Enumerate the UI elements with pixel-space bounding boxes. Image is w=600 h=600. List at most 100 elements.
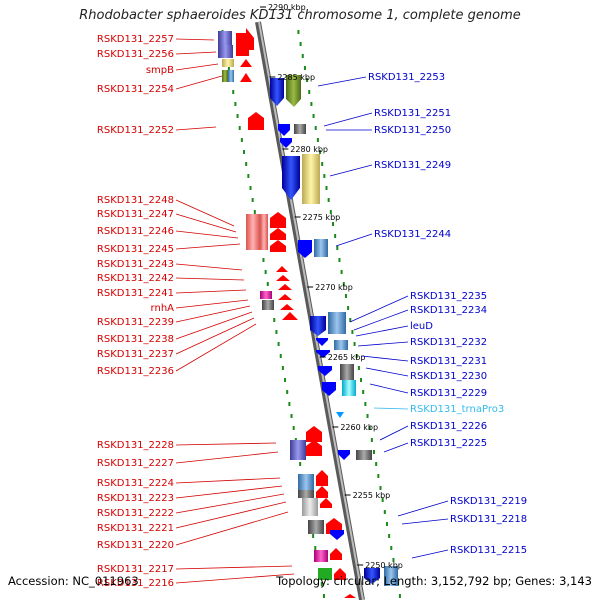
gene-label-left[interactable]: RSKD131_2243 [97, 259, 174, 270]
gene-label-left[interactable]: RSKD131_2245 [97, 244, 174, 255]
guide-dot [327, 198, 330, 202]
gene-label-right[interactable]: RSKD131_trnaPro3 [410, 404, 504, 415]
leader-line [175, 511, 289, 546]
gene-label-right[interactable]: RSKD131_2251 [374, 108, 451, 119]
guide-dot [290, 414, 293, 418]
gene-label-left[interactable]: smpB [146, 65, 174, 76]
gene-label-left[interactable]: RSKD131_2237 [97, 349, 174, 360]
guide-dot [321, 162, 324, 166]
gene-box [228, 70, 234, 82]
guide-dot [375, 462, 378, 466]
gene-label-left[interactable]: RSKD131_2223 [97, 493, 174, 504]
gene-label-left[interactable]: RSKD131_2216 [97, 578, 174, 589]
gene-glyphs [218, 28, 398, 598]
scale-label: 2265 kbp [328, 353, 366, 362]
gene-arrow [344, 594, 356, 598]
leader-line [175, 51, 217, 55]
gene-label-right[interactable]: RSKD131_2253 [368, 72, 445, 83]
gene-box [236, 44, 249, 56]
gene-label-right[interactable]: RSKD131_2230 [410, 371, 487, 382]
gene-label-left[interactable]: RSKD131_2248 [97, 195, 174, 206]
gene-label-right[interactable]: RSKD131_2235 [410, 291, 487, 302]
gene-box [246, 214, 260, 250]
gene-label-right[interactable]: RSKD131_2231 [410, 356, 487, 367]
gene-label-right[interactable]: leuD [410, 321, 433, 332]
gene-label-right[interactable]: RSKD131_2226 [410, 421, 487, 432]
gene-label-left[interactable]: RSKD131_2252 [97, 125, 174, 136]
gene-label-left[interactable]: RSKD131_2217 [97, 564, 174, 575]
topology-label: Topology: circular; Length: 3,152,792 bp… [276, 574, 592, 588]
leader-line [355, 325, 409, 337]
scale-label: 2290 kbp [268, 3, 306, 12]
guide-dot [314, 546, 317, 550]
gene-label-left[interactable]: RSKD131_2228 [97, 440, 174, 451]
gene-label-right[interactable]: RSKD131_2234 [410, 305, 487, 316]
guide-dot [299, 42, 302, 46]
gene-label-right[interactable]: RSKD131_2219 [450, 496, 527, 507]
gene-arrow [298, 240, 312, 258]
gene-label-right[interactable]: RSKD131_2215 [450, 545, 527, 556]
leader-line [175, 311, 253, 340]
gene-box [302, 498, 318, 516]
gene-label-right[interactable]: RSKD131_2249 [374, 160, 451, 171]
leader-line [175, 38, 215, 41]
gene-box [356, 450, 372, 460]
guide-dot [236, 114, 239, 118]
scale-label: 2250 kbp [365, 561, 403, 570]
gene-label-left[interactable]: RSKD131_2241 [97, 288, 174, 299]
gene-arrow [286, 75, 301, 107]
gene-arrow [278, 284, 292, 290]
leader-line [175, 477, 281, 484]
gene-label-left[interactable]: rnhA [151, 303, 175, 314]
gene-arrow [282, 312, 298, 320]
gene-label-left[interactable]: RSKD131_2236 [97, 366, 174, 377]
guide-dot [370, 438, 373, 442]
gene-label-right[interactable]: RSKD131_2250 [374, 125, 451, 136]
leader-line [383, 442, 409, 453]
gene-box [340, 364, 354, 380]
guide-dot [308, 90, 311, 94]
gene-label-left[interactable]: RSKD131_2242 [97, 273, 174, 284]
gene-label-left[interactable]: RSKD131_2220 [97, 540, 174, 551]
guide-dot [357, 366, 360, 370]
gene-label-right[interactable]: RSKD131_2229 [410, 388, 487, 399]
guide-dot [320, 582, 323, 586]
leader-line [175, 213, 237, 233]
gene-label-left[interactable]: RSKD131_2256 [97, 49, 174, 60]
leader-line [175, 493, 285, 514]
page-title: Rhodobacter sphaeroides KD131 chromosome… [79, 8, 521, 23]
gene-label-right[interactable]: RSKD131_2225 [410, 438, 487, 449]
gene-label-left[interactable]: RSKD131_2257 [97, 34, 174, 45]
gene-arrow [316, 486, 328, 498]
gene-label-right[interactable]: RSKD131_2232 [410, 337, 487, 348]
gene-label-left[interactable]: RSKD131_2227 [97, 458, 174, 469]
guide-dot [388, 534, 391, 538]
gene-label-left[interactable]: RSKD131_2224 [97, 478, 174, 489]
gene-box [334, 340, 348, 350]
gene-arrow [336, 412, 344, 418]
guide-dot [247, 174, 250, 178]
leader-line [175, 299, 249, 309]
gene-arrow [270, 228, 286, 240]
guide-dot [316, 138, 319, 142]
guide-dot [390, 546, 393, 550]
guide-dot [288, 402, 291, 406]
leader-line [361, 355, 409, 362]
guide-dot [314, 126, 317, 130]
gene-arrow [280, 138, 292, 148]
gene-label-left[interactable]: RSKD131_2254 [97, 84, 174, 95]
gene-label-left[interactable]: RSKD131_2239 [97, 317, 174, 328]
guide-dot [325, 186, 328, 190]
gene-label-left[interactable]: RSKD131_2221 [97, 523, 174, 534]
gene-box [384, 566, 398, 586]
gene-label-left[interactable]: RSKD131_2238 [97, 334, 174, 345]
guide-dot [364, 402, 367, 406]
guide-dot [323, 174, 326, 178]
guide-dot [275, 330, 278, 334]
gene-label-left[interactable]: RSKD131_2247 [97, 209, 174, 220]
gene-label-left[interactable]: RSKD131_2246 [97, 226, 174, 237]
gene-label-right[interactable]: RSKD131_2218 [450, 514, 527, 525]
gene-label-left[interactable]: RSKD131_2222 [97, 508, 174, 519]
gene-label-right[interactable]: RSKD131_2244 [374, 229, 451, 240]
